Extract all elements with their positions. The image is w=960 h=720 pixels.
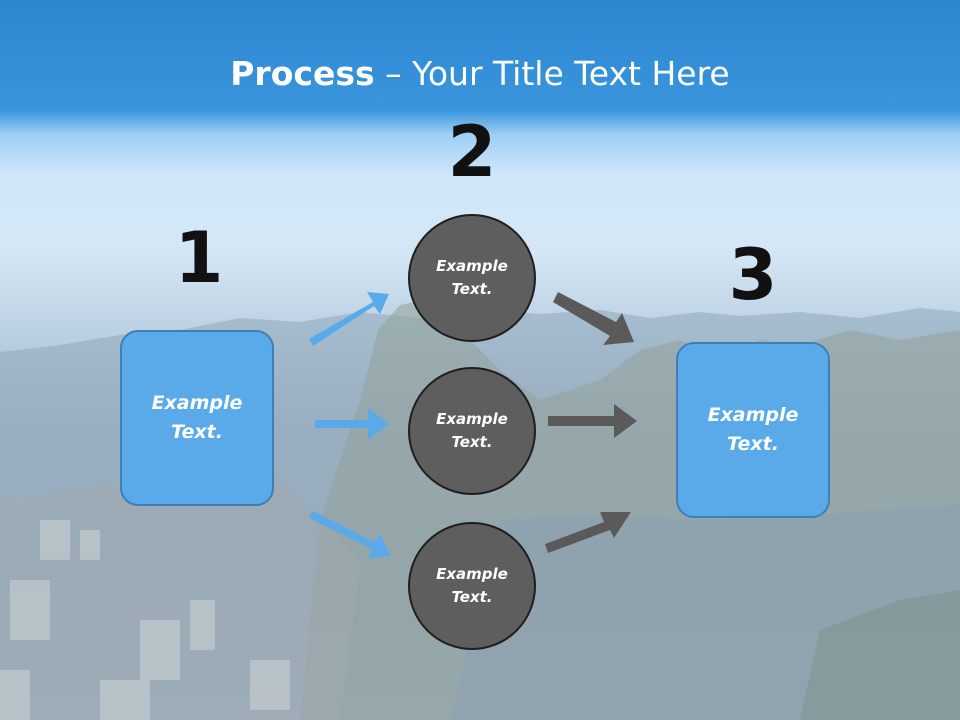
title-strong: Process <box>230 54 375 93</box>
slide-title: Process – Your Title Text Here <box>0 52 960 96</box>
node-circle-bottom[interactable]: Example Text. <box>408 522 536 650</box>
step-number-2: 2 <box>447 111 497 193</box>
arrow-start-to-middle <box>315 408 389 440</box>
node-circle-middle[interactable]: Example Text. <box>408 367 536 495</box>
start-box[interactable]: Example Text. <box>120 330 274 506</box>
arrow-start-to-top <box>309 292 389 346</box>
node-top-text: Example Text. <box>436 257 508 298</box>
arrow-bottom-to-end <box>545 512 631 553</box>
step-number-3: 3 <box>728 234 778 316</box>
node-circle-top[interactable]: Example Text. <box>408 214 536 342</box>
node-bottom-text: Example Text. <box>436 565 508 606</box>
arrow-middle-to-end <box>548 404 637 438</box>
end-box[interactable]: Example Text. <box>676 342 830 518</box>
title-rest: – Your Title Text Here <box>374 54 730 93</box>
arrow-top-to-end <box>553 292 634 345</box>
start-box-text: Example Text. <box>151 392 243 443</box>
arrow-start-to-bottom <box>309 511 391 558</box>
end-box-text: Example Text. <box>707 404 799 455</box>
step-number-1: 1 <box>174 217 224 299</box>
node-middle-text: Example Text. <box>436 410 508 451</box>
